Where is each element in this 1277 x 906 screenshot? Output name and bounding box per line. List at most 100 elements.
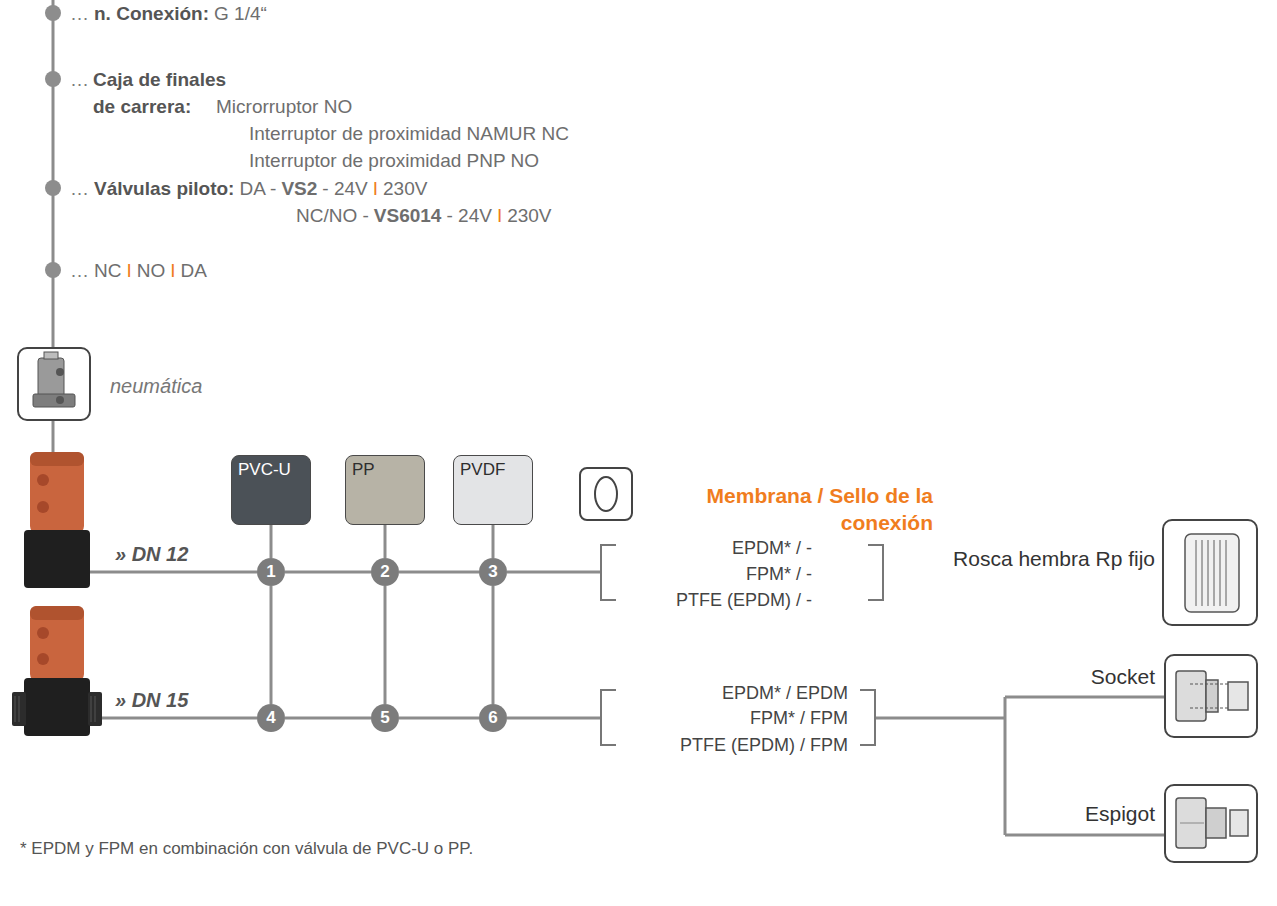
thread-icon-part	[1163, 520, 1257, 625]
spec-line: 230V	[383, 175, 427, 202]
footnote-row: * EPDM y FPM en combinación con válvula …	[20, 838, 473, 860]
spec-heading: Caja de finales de carrera:	[93, 69, 226, 117]
spec-line-row: …	[70, 66, 89, 93]
spec-option-row: Microrruptor NO	[216, 93, 352, 120]
socket-icon-part	[1165, 655, 1257, 737]
spec-line: 230V	[507, 202, 551, 229]
spec-option-row: Interruptor de proximidad PNP NO	[249, 147, 539, 174]
seal-option-row: FPM* / -	[746, 563, 812, 585]
spec-line: DA -	[239, 175, 276, 202]
spec-line-row: …NCINOIDA	[70, 257, 207, 284]
connector-line	[270, 525, 273, 558]
thread-icon-part	[1196, 540, 1226, 606]
callout-number: 5	[371, 704, 399, 732]
callout-number: 6	[479, 704, 507, 732]
seal-option-row: EPDM* / EPDM	[722, 682, 848, 704]
spec-line: …	[70, 66, 89, 93]
connection-label-row: Rosca hembra Rp fijo	[953, 547, 1155, 571]
membrane-icon-part	[580, 468, 632, 520]
size-label: » DN 15	[115, 687, 188, 714]
spec-line-row: …Válvulas piloto:DA -VS2- 24VI230V	[70, 175, 427, 202]
socket-icon	[1165, 655, 1257, 737]
connector-line	[285, 571, 371, 574]
connection-label: Rosca hembra Rp fijo	[953, 547, 1155, 571]
bracket-part	[860, 690, 875, 745]
spec-option: Interruptor de proximidad NAMUR NC	[249, 120, 569, 147]
thread-icon	[1163, 520, 1257, 625]
spigot-icon-part	[1180, 823, 1204, 824]
spec-line: NC/NO -	[296, 202, 369, 229]
spigot-icon	[1165, 785, 1257, 862]
callout-number: 1	[257, 558, 285, 586]
seal-option-row: PTFE (EPDM) / -	[676, 589, 812, 611]
spec-option: Microrruptor NO	[216, 93, 352, 120]
pneumatic-icon-part	[38, 358, 64, 398]
size-label-row: » DN 15	[115, 687, 188, 714]
connection-label: Espigot	[1085, 802, 1155, 826]
spec-line: - 24V	[322, 175, 367, 202]
footnote: * EPDM y FPM en combinación con válvula …	[20, 838, 473, 860]
material-label: PP	[352, 460, 375, 479]
bullet-dot-part	[45, 180, 61, 196]
actuator-label: neumática	[110, 373, 202, 400]
bracket	[601, 545, 883, 745]
valve-illustration	[24, 452, 90, 588]
seal-option: FPM* / FPM	[750, 707, 848, 729]
material-box: PP	[345, 455, 425, 525]
connector-line	[492, 586, 495, 704]
seal-option: PTFE (EPDM) / FPM	[680, 734, 848, 756]
pneumatic-icon-part	[33, 394, 75, 407]
seal-option: EPDM* / EPDM	[722, 682, 848, 704]
spec-line: NO	[137, 257, 166, 284]
valve-illustration-part	[37, 474, 49, 486]
bracket-part	[868, 545, 883, 600]
spec-line: I	[170, 257, 175, 284]
valve-illustration-part	[15, 696, 95, 722]
connector-line	[384, 525, 387, 558]
section-heading-row: Membrana / Sello de la conexión	[648, 482, 933, 536]
spec-option: Interruptor de proximidad PNP NO	[249, 147, 539, 174]
connection-label-row: Socket	[1091, 665, 1155, 689]
seal-option-row: FPM* / FPM	[750, 707, 848, 729]
callout-number: 2	[371, 558, 399, 586]
bullet-dot-part	[45, 262, 61, 278]
spec-line: VS2	[281, 175, 317, 202]
valve-illustration-part	[37, 501, 49, 513]
callout-number: 3	[479, 558, 507, 586]
pneumatic-icon-part	[44, 352, 58, 359]
size-label-row: » DN 12	[115, 541, 188, 568]
material-box: PVDF	[453, 455, 533, 525]
spec-line: n. Conexión:	[94, 0, 209, 27]
bullet-dot	[45, 5, 61, 278]
connector-line	[492, 525, 495, 558]
material-label: PVDF	[460, 460, 505, 479]
socket-icon-part	[1176, 671, 1206, 721]
seal-option: PTFE (EPDM) / -	[676, 589, 812, 611]
pneumatic-icon-part	[56, 368, 64, 376]
seal-option-row: PTFE (EPDM) / FPM	[680, 734, 848, 756]
pipe-line-part	[507, 571, 600, 574]
spec-line: I	[126, 257, 131, 284]
spec-option-row: Interruptor de proximidad NAMUR NC	[249, 120, 569, 147]
valve-illustration	[12, 606, 102, 736]
pipe-line	[90, 572, 1165, 835]
bracket-part	[601, 545, 616, 600]
seal-option-row: EPDM* / -	[732, 537, 812, 559]
spigot-icon-part	[1165, 785, 1257, 862]
seal-option: EPDM* / -	[732, 537, 812, 559]
connector-line	[285, 717, 371, 720]
connection-label: Socket	[1091, 665, 1155, 689]
callout-text: 1	[266, 562, 275, 582]
spec-line: Válvulas piloto:	[94, 175, 234, 202]
valve-illustration-part	[37, 627, 49, 639]
socket-icon-part	[1206, 680, 1218, 712]
connector-line	[270, 586, 273, 704]
socket-icon-part	[1190, 684, 1228, 708]
callout-number: 4	[257, 704, 285, 732]
valve-illustration-part	[30, 606, 84, 682]
valve-illustration-part	[37, 653, 49, 665]
connector-line	[384, 586, 387, 704]
